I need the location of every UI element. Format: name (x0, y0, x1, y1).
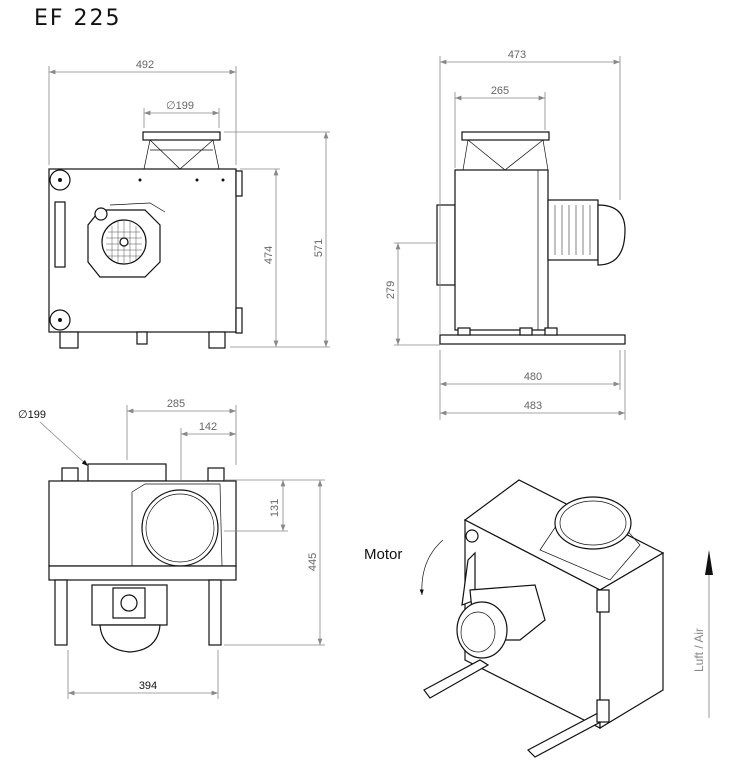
bottom-view-dimensions: ∅199 285 142 131 445 394 (18, 398, 325, 699)
dim-total-width: 483 (524, 400, 542, 412)
dim-inlet-diameter: ∅199 (18, 409, 46, 421)
dim-leg-spacing: 394 (139, 680, 157, 692)
dim-inlet-height: 279 (385, 281, 397, 299)
bottom-view (48, 463, 237, 653)
iso-view (419, 479, 665, 758)
dim-outlet-offset: 142 (199, 421, 217, 433)
dim-outlet-depth: 131 (269, 499, 281, 517)
dim-width-492: 492 (136, 59, 154, 71)
dim-height: 445 (307, 553, 319, 571)
motor-label: Motor (364, 546, 402, 563)
side-view (436, 131, 626, 345)
dim-base-width: 480 (524, 371, 542, 383)
product-title: EF 225 (34, 6, 122, 31)
airflow-arrow-head-icon (705, 550, 713, 575)
dim-total-height: 571 (313, 239, 325, 257)
dim-body-height: 474 (263, 246, 275, 264)
airflow-label: Luft / Air (692, 628, 706, 672)
front-view-dimensions: 492 ∅199 474 571 (48, 59, 330, 348)
side-view-dimensions: 473 265 279 480 483 (385, 49, 626, 420)
dim-inlet-offset: 285 (167, 398, 185, 410)
front-view (48, 131, 243, 349)
dim-top-width: 473 (508, 49, 526, 61)
dim-outlet-width: 265 (491, 85, 509, 97)
dim-outlet-diameter: ∅199 (166, 100, 194, 112)
